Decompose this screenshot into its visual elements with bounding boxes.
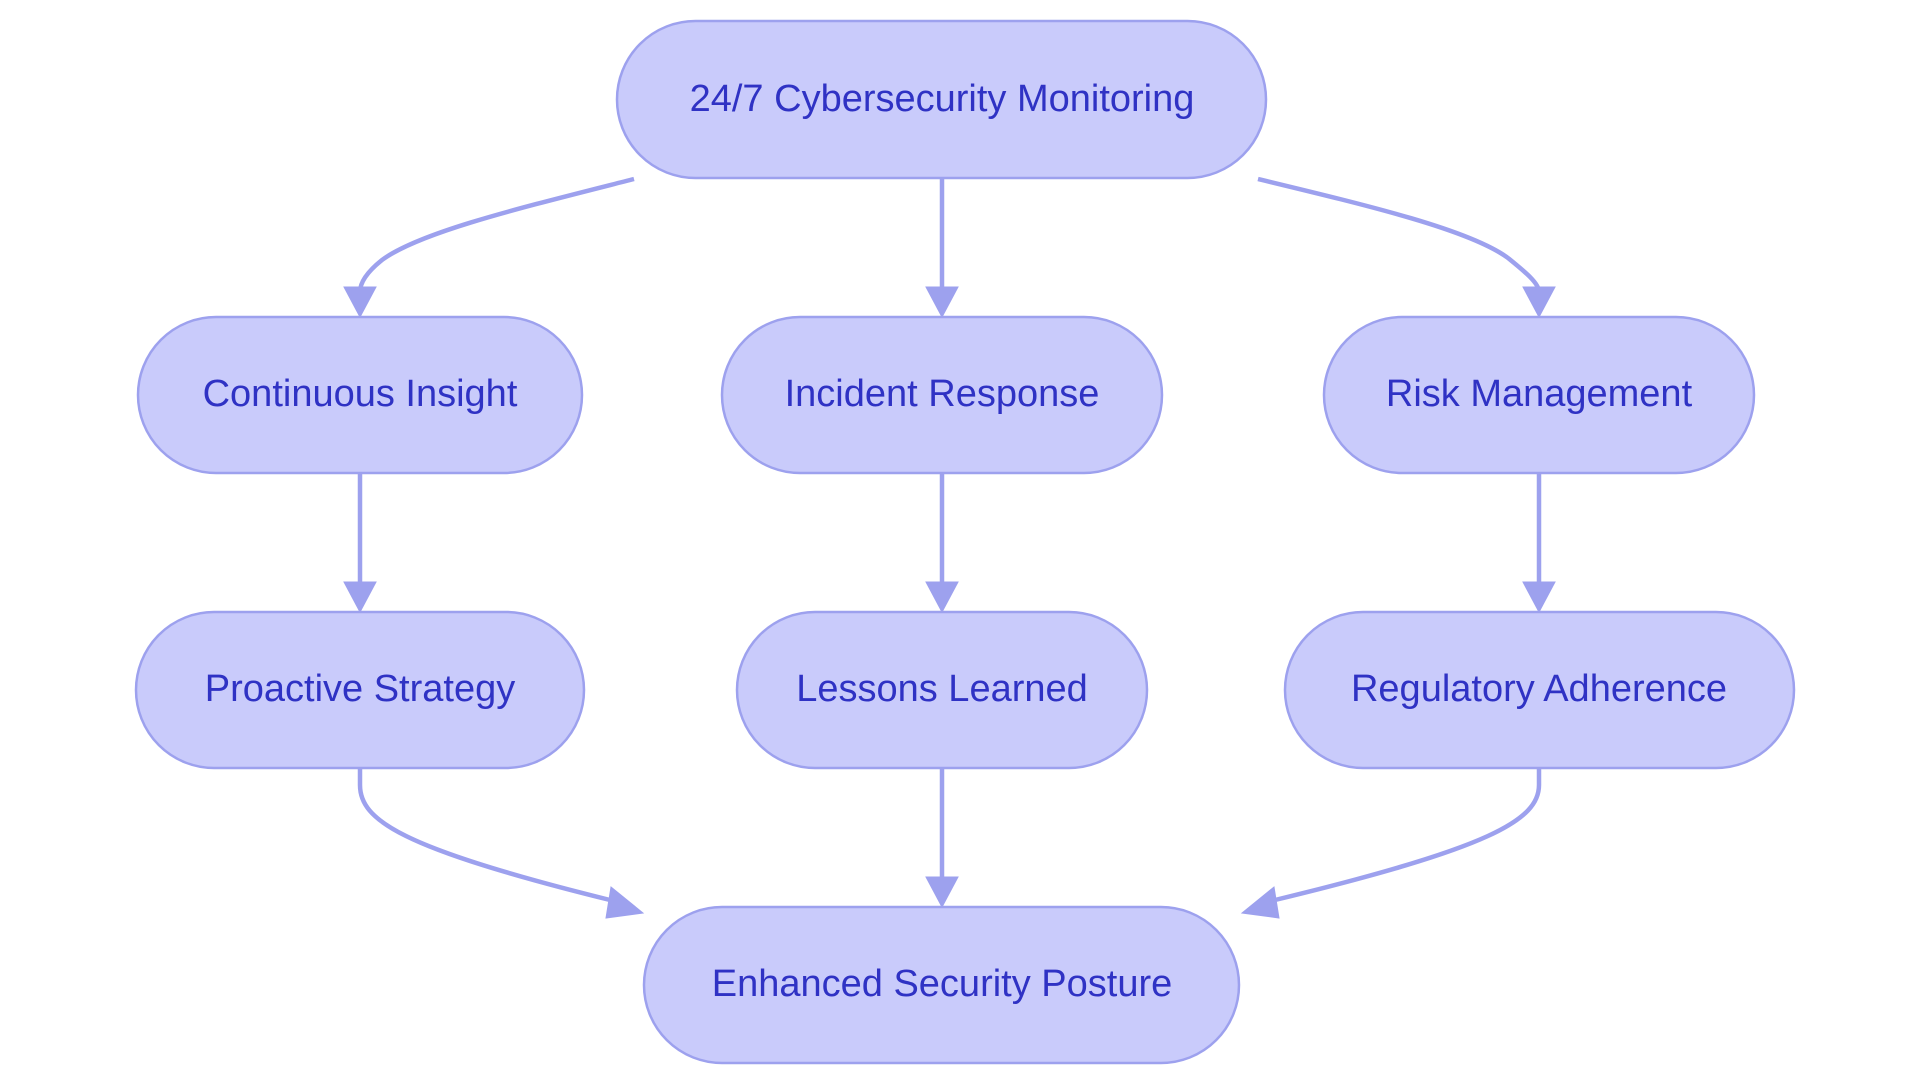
node-posture: Enhanced Security Posture <box>642 905 1241 1065</box>
node-risk: Risk Management <box>1322 315 1756 475</box>
arrowhead-posture-right <box>1240 886 1280 919</box>
node-insight-shape <box>136 315 584 475</box>
arrowhead-proactive <box>343 581 377 614</box>
node-risk-label: Risk Management <box>1386 373 1693 415</box>
node-proactive-label: Proactive Strategy <box>205 668 515 710</box>
node-monitoring: 24/7 Cybersecurity Monitoring <box>615 19 1268 180</box>
node-monitoring-label: 24/7 Cybersecurity Monitoring <box>690 78 1195 120</box>
node-insight: Continuous Insight <box>136 315 584 475</box>
node-incident: Incident Response <box>720 315 1164 475</box>
node-posture-label: Enhanced Security Posture <box>712 963 1173 1005</box>
node-lessons-label: Lessons Learned <box>796 668 1088 710</box>
arrowhead-lessons <box>925 581 959 614</box>
node-regulatory-label: Regulatory Adherence <box>1351 668 1727 710</box>
node-insight-label: Continuous Insight <box>203 373 518 415</box>
arrowhead-insight <box>343 286 377 319</box>
nodes: 24/7 Cybersecurity Monitoring Continuous… <box>134 19 1796 1065</box>
edge-monitoring-to-insight <box>357 176 635 293</box>
edge-regulatory-to-posture <box>1274 768 1542 903</box>
node-lessons: Lessons Learned <box>735 610 1149 770</box>
node-incident-label: Incident Response <box>785 373 1100 415</box>
node-posture-shape <box>642 905 1241 1065</box>
arrowhead-risk <box>1522 286 1556 319</box>
edges <box>343 176 1556 919</box>
arrowhead-posture-center <box>925 876 959 909</box>
arrowhead-posture-left <box>605 886 645 919</box>
node-proactive-shape <box>134 610 586 770</box>
node-lessons-shape <box>735 610 1149 770</box>
edge-monitoring-to-risk <box>1257 176 1542 293</box>
arrowhead-incident <box>925 286 959 319</box>
node-monitoring-shape <box>615 19 1268 180</box>
arrowhead-regulatory <box>1522 581 1556 614</box>
node-regulatory-shape <box>1283 610 1796 770</box>
node-regulatory: Regulatory Adherence <box>1283 610 1796 770</box>
node-risk-shape <box>1322 315 1756 475</box>
node-incident-shape <box>720 315 1164 475</box>
node-proactive: Proactive Strategy <box>134 610 586 770</box>
edge-proactive-to-posture <box>357 768 611 903</box>
